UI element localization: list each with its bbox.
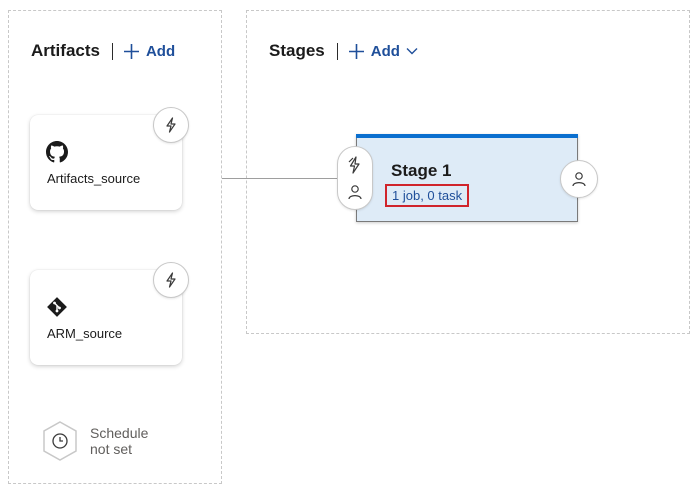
artifact-card-arm-source[interactable]: ARM_source: [30, 262, 189, 365]
stage-title: Stage 1: [391, 161, 452, 180]
lightning-icon: [166, 117, 176, 133]
post-deployment-conditions-button[interactable]: [560, 160, 598, 198]
artifact-name: ARM_source: [47, 326, 123, 341]
artifact-name: Artifacts_source: [47, 171, 141, 186]
lightning-icon: [166, 272, 176, 288]
add-artifact-button[interactable]: Add: [123, 43, 175, 60]
artifact-stage-connector: [222, 178, 338, 179]
add-stage-button[interactable]: Add: [348, 43, 418, 60]
header-divider: [336, 42, 338, 60]
git-icon: [47, 297, 67, 317]
continuous-deployment-trigger-button[interactable]: [153, 262, 189, 298]
plus-icon: [123, 43, 139, 59]
stages-header: Stages Add: [269, 41, 418, 61]
stages-panel: Stages Add: [246, 10, 690, 334]
stage-card[interactable]: Stage 1 1 job, 0 task: [356, 134, 578, 222]
add-artifact-label: Add: [145, 42, 176, 60]
stages-title: Stages: [269, 41, 325, 60]
plus-icon: [348, 43, 364, 59]
github-icon: [46, 141, 68, 163]
person-icon: [572, 172, 586, 187]
artifact-card-artifacts-source[interactable]: Artifacts_source: [30, 107, 189, 210]
stage-tasks-link[interactable]: 1 job, 0 task: [385, 184, 470, 207]
schedule-button[interactable]: Schedule not set: [40, 420, 148, 462]
header-divider: [111, 42, 113, 60]
continuous-deployment-trigger-button[interactable]: [153, 107, 189, 143]
clock-icon: [43, 421, 77, 461]
chevron-down-icon: [406, 48, 418, 55]
add-stage-label: Add: [370, 42, 400, 60]
artifacts-title: Artifacts: [31, 41, 100, 60]
artifacts-header: Artifacts Add: [31, 41, 175, 61]
schedule-label: Schedule not set: [90, 425, 148, 457]
lightning-icon: [348, 156, 360, 174]
artifacts-panel: Artifacts Add: [8, 10, 222, 484]
stage-top-bar: [356, 134, 578, 138]
schedule-line-1: Schedule: [90, 425, 149, 441]
person-icon: [348, 184, 362, 199]
pre-deployment-conditions-button[interactable]: [337, 146, 373, 210]
schedule-line-2: not set: [90, 441, 133, 457]
